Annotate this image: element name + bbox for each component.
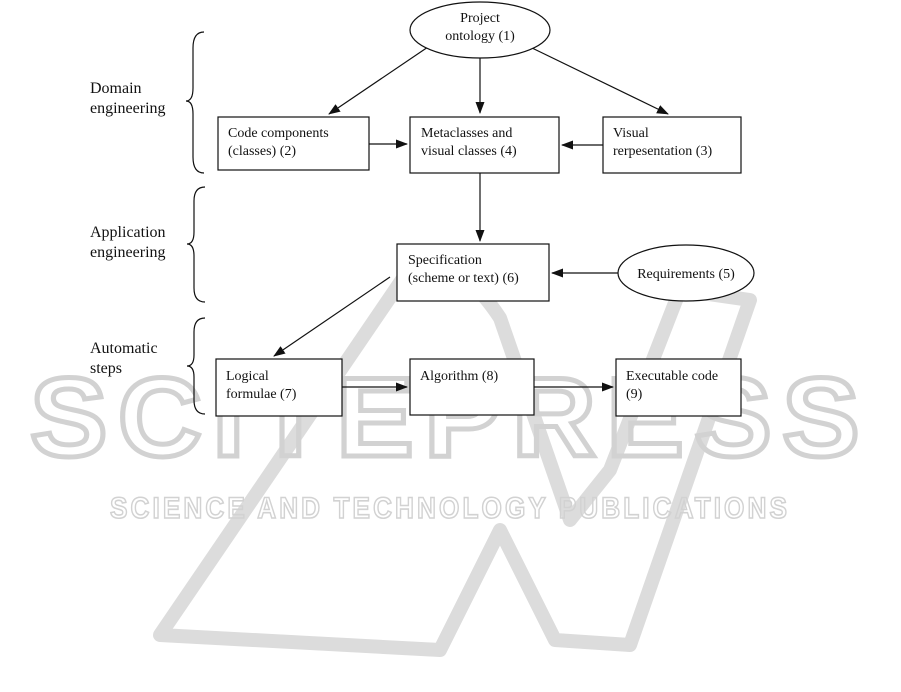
node-label-line: ontology (1): [445, 29, 515, 44]
section-label-line: Application: [90, 224, 166, 241]
node-label: Logical formulae (7): [226, 369, 297, 402]
node-label-line: Executable code: [626, 369, 718, 384]
publisher-watermark: SCITEPRESS SCIENCE AND TECHNOLOGY PUBLIC…: [28, 257, 862, 657]
arrow-n1-to-n3: [529, 46, 669, 115]
section-label-line: Automatic: [90, 340, 158, 357]
node-label-line: formulae (7): [226, 387, 297, 402]
section-label-automatic: Automatic steps: [90, 340, 158, 377]
node-n3: Visual rerpesentation (3): [602, 116, 742, 174]
node-box: [409, 116, 560, 174]
node-label-line: rerpesentation (3): [613, 144, 712, 159]
node-label: Specification (scheme or text) (6): [408, 253, 519, 286]
node-box: [396, 243, 550, 302]
section-label-line: steps: [90, 360, 122, 377]
section-label-line: engineering: [90, 100, 166, 117]
node-label-line: Requirements (5): [637, 267, 735, 282]
node-label-line: visual classes (4): [421, 144, 517, 159]
node-n8: Algorithm (8): [409, 358, 535, 416]
section-label-line: engineering: [90, 244, 166, 261]
node-label: Algorithm (8): [420, 369, 498, 384]
node-box: [409, 358, 535, 416]
node-box: [215, 358, 343, 417]
node-label: Requirements (5): [637, 267, 735, 282]
node-n7: Logical formulae (7): [215, 358, 343, 417]
node-ellipse: [409, 1, 551, 59]
bracket-application: [186, 186, 206, 303]
node-box: [602, 116, 742, 174]
node-n5: Requirements (5): [617, 244, 755, 302]
node-label-line: Algorithm (8): [420, 369, 498, 384]
node-n9: Executable code (9): [615, 358, 742, 417]
node-label: Project ontology (1): [445, 11, 515, 44]
edges: [273, 46, 669, 392]
node-n1: Project ontology (1): [409, 1, 551, 59]
node-label-line: (scheme or text) (6): [408, 271, 519, 286]
node-label-line: (9): [626, 387, 643, 402]
node-label-line: Logical: [226, 369, 269, 384]
section-brackets: [185, 31, 206, 415]
node-ellipse: [617, 244, 755, 302]
section-label-line: Domain: [90, 80, 142, 97]
node-n2: Code components (classes) (2): [217, 116, 370, 171]
watermark-subtitle: SCIENCE AND TECHNOLOGY PUBLICATIONS: [110, 492, 790, 525]
bracket-automatic: [186, 317, 206, 415]
bracket-domain: [185, 31, 205, 174]
node-label: Executable code (9): [626, 369, 718, 402]
node-n4: Metaclasses and visual classes (4): [409, 116, 560, 174]
node-label: Code components (classes) (2): [228, 126, 329, 159]
node-box: [615, 358, 742, 417]
arrow-n1-to-n2: [328, 46, 429, 115]
section-label-application: Application engineering: [90, 224, 166, 261]
node-label: Visual rerpesentation (3): [613, 126, 712, 159]
section-label-domain: Domain engineering: [90, 80, 166, 117]
node-n6: Specification (scheme or text) (6): [396, 243, 550, 302]
node-label-line: (classes) (2): [228, 144, 296, 159]
node-label-line: Specification: [408, 253, 482, 268]
arrow-n6-to-n7: [273, 276, 391, 357]
node-label-line: Visual: [613, 126, 649, 141]
node-label-line: Project: [460, 11, 500, 26]
node-label: Metaclasses and visual classes (4): [421, 126, 517, 159]
node-box: [217, 116, 370, 171]
nodes: Project ontology (1) Code components (class…: [215, 1, 755, 417]
node-label-line: Metaclasses and: [421, 126, 512, 141]
node-label-line: Code components: [228, 126, 329, 141]
